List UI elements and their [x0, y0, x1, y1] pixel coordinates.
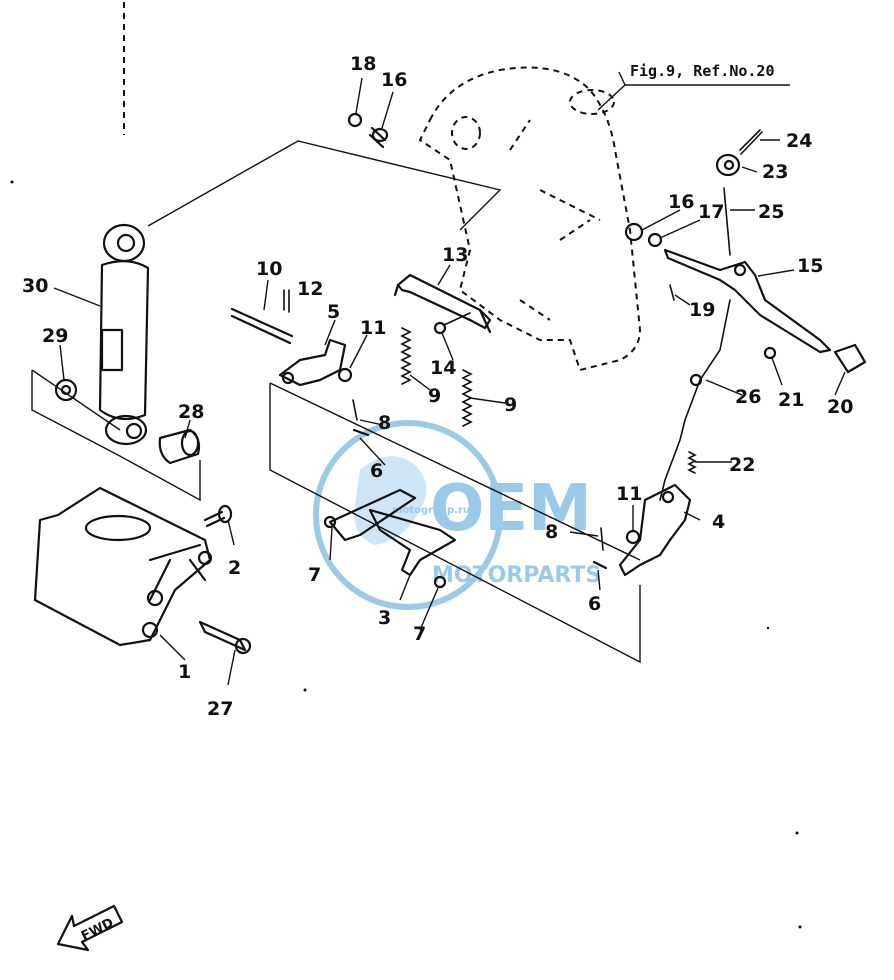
callout-9a: 9 — [428, 385, 441, 407]
callout-10: 10 — [256, 258, 282, 280]
washer-18 — [347, 112, 363, 128]
bolt-6-right — [592, 560, 608, 570]
bolt-6-left — [352, 428, 370, 437]
watermark-small: motogroup.ru — [392, 505, 470, 516]
nut-7-left — [323, 515, 337, 529]
callout-4: 4 — [712, 511, 725, 533]
clip-26 — [689, 373, 703, 387]
callout-12: 12 — [297, 278, 323, 300]
pin-27 — [198, 620, 252, 655]
callout-14: 14 — [430, 357, 456, 379]
callout-8a: 8 — [378, 412, 391, 434]
callout-13: 13 — [442, 244, 468, 266]
callout-8b: 8 — [545, 521, 558, 543]
watermark-sub: MOTORPARTS — [432, 563, 601, 588]
bolt-10 — [230, 307, 294, 345]
reference-note: Fig.9, Ref.No.20 — [630, 62, 775, 80]
callout-29: 29 — [42, 325, 68, 347]
lower-bracket — [33, 486, 213, 647]
shock-absorber — [98, 223, 150, 446]
callout-16b: 16 — [668, 191, 694, 213]
nut-16-right — [624, 222, 644, 242]
callout-17: 17 — [698, 201, 724, 223]
callout-15: 15 — [797, 255, 823, 277]
spring-9-right — [461, 369, 473, 427]
pin-24 — [739, 129, 763, 155]
callout-11b: 11 — [616, 483, 642, 505]
washer-29 — [54, 378, 78, 402]
block-20 — [833, 343, 867, 374]
bolt-2 — [203, 504, 233, 528]
lever-5 — [278, 338, 347, 387]
callout-19: 19 — [689, 299, 715, 321]
rod-26 — [659, 299, 731, 501]
watermark: OEM MOTORPARTS motogroup.ru — [313, 420, 601, 610]
callout-18: 18 — [350, 53, 376, 75]
washer-21 — [763, 346, 777, 360]
callout-6a: 6 — [370, 460, 383, 482]
callout-22: 22 — [729, 454, 755, 476]
arm-15 — [663, 248, 832, 354]
lever-4 — [618, 483, 692, 577]
callout-5: 5 — [327, 301, 340, 323]
callout-27: 27 — [207, 698, 233, 720]
callout-25: 25 — [758, 201, 784, 223]
callout-20: 20 — [827, 396, 853, 418]
washer-11-right — [625, 529, 641, 545]
bolt-16-top — [368, 126, 389, 149]
callout-11a: 11 — [360, 317, 386, 339]
rod-25 — [723, 187, 731, 256]
callout-26: 26 — [735, 386, 761, 408]
callout-16a: 16 — [381, 69, 407, 91]
callout-3: 3 — [378, 607, 391, 629]
callout-2: 2 — [228, 557, 241, 579]
callout-1: 1 — [178, 661, 191, 683]
callout-23: 23 — [762, 161, 788, 183]
watermark-globe — [313, 420, 503, 610]
alignment-box-middle — [269, 382, 641, 664]
swivel-bracket-outline — [418, 66, 642, 372]
washer-11-left — [337, 367, 353, 383]
callout-6b: 6 — [588, 593, 601, 615]
screw-14 — [433, 312, 471, 335]
pin-19 — [669, 284, 675, 301]
fwd-arrow-icon: FWD — [56, 904, 124, 952]
nut-7-bottom — [433, 575, 447, 589]
callout-28: 28 — [178, 401, 204, 423]
pin-8-left — [352, 399, 358, 421]
callout-9b: 9 — [504, 394, 517, 416]
callout-21: 21 — [778, 389, 804, 411]
pin-8-right — [600, 527, 604, 551]
callout-labels: 1 2 3 4 5 6 6 7 7 8 8 9 9 10 11 11 12 13… — [22, 53, 853, 720]
pin-12 — [283, 289, 290, 313]
callout-7b: 7 — [413, 623, 426, 645]
nut-23 — [715, 153, 741, 177]
bushing-28 — [158, 428, 201, 465]
alignment-box-top — [147, 140, 502, 231]
scan-specks — [10, 180, 802, 929]
bracket-13 — [393, 273, 492, 334]
washer-17 — [647, 232, 663, 248]
callout-30: 30 — [22, 275, 48, 297]
callout-24: 24 — [786, 130, 812, 152]
callout-7a: 7 — [308, 564, 321, 586]
spring-9-left — [400, 327, 412, 385]
spring-22 — [687, 451, 697, 474]
leader-lines — [53, 71, 846, 686]
alignment-box-left — [31, 369, 201, 502]
watermark-brand: OEM — [430, 472, 592, 546]
